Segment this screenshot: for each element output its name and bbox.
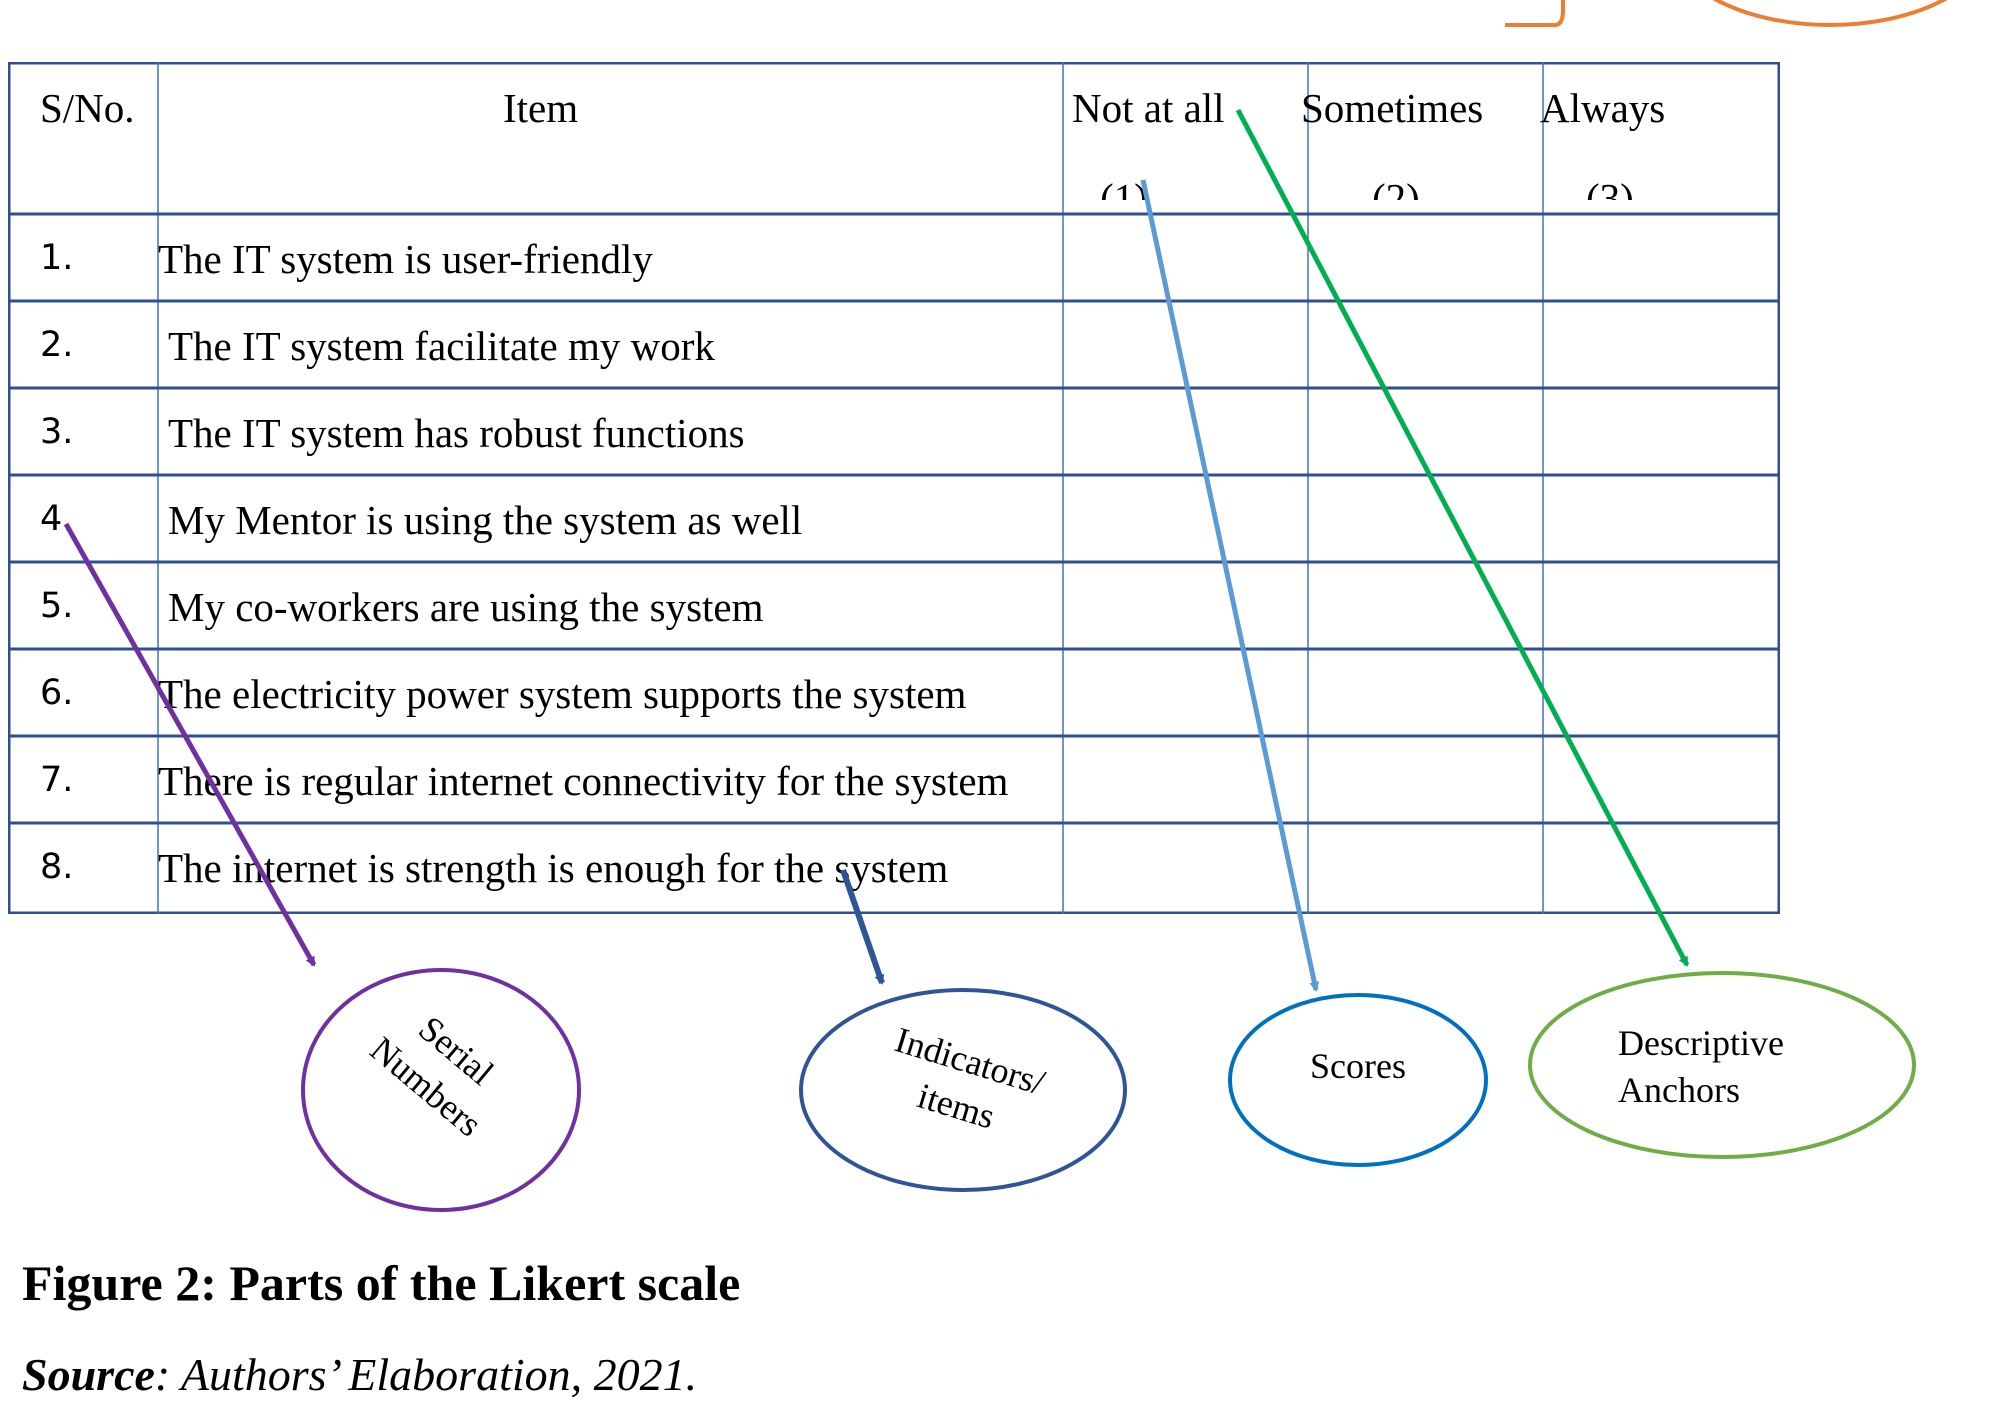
callout-scores: Scores	[1258, 1043, 1458, 1090]
scores-ellipse	[1228, 993, 1488, 1167]
row-1-serial: 1.	[40, 238, 74, 278]
row-3-serial: 3.	[40, 412, 74, 452]
orange-shapes-partial	[1505, 0, 1948, 27]
callout-scores-line1: Scores	[1310, 1046, 1406, 1086]
callout-anchors-line1: Descriptive	[1618, 1023, 1784, 1063]
indicators-items-ellipse	[799, 988, 1127, 1192]
header-sometimes: Sometimes	[1301, 85, 1484, 131]
figure-source: Source: Authors’ Elaboration, 2021.	[22, 1348, 697, 1401]
arrow-serial	[63, 522, 317, 967]
orange-bracket	[1505, 0, 1565, 27]
row-2-serial: 2.	[40, 325, 74, 365]
row-4-item: My Mentor is using the system as well	[168, 497, 803, 543]
row-6-item: The electricity power system supports th…	[158, 671, 967, 717]
row-5-serial: 5.	[40, 586, 74, 626]
arrow-anchors	[1235, 108, 1690, 967]
table-grid	[8, 62, 1780, 914]
header-score-3: (3)	[1586, 175, 1634, 200]
callout-descriptive-anchors: Descriptive Anchors	[1618, 1020, 1784, 1114]
likert-table: S/No. Item Not at all (1) Sometimes (2) …	[8, 62, 1780, 914]
orange-ellipse-partial	[1712, 0, 1948, 27]
header-item: Item	[503, 85, 579, 131]
figure-caption: Figure 2: Parts of the Likert scale	[22, 1255, 741, 1311]
header-always: Always	[1540, 85, 1666, 131]
row-5-item: My co-workers are using the system	[168, 584, 764, 630]
serial-numbers-ellipse	[301, 968, 581, 1212]
header-not-at-all: Not at all	[1072, 85, 1225, 131]
row-7-serial: 7.	[40, 760, 74, 800]
arrow-scores	[1140, 179, 1320, 992]
row-6-serial: 6.	[40, 673, 74, 713]
row-7-item: There is regular internet connectivity f…	[158, 758, 1009, 804]
callout-anchors-line2: Anchors	[1618, 1069, 1740, 1110]
row-2-item: The IT system facilitate my work	[168, 323, 715, 369]
header-score-2: (2)	[1372, 175, 1420, 200]
row-8-serial: 8.	[40, 847, 74, 887]
row-3-item: The IT system has robust functions	[168, 410, 745, 456]
header-serial: S/No.	[40, 85, 135, 131]
source-label: Source	[22, 1349, 155, 1400]
source-text: : Authors’ Elaboration, 2021.	[154, 1349, 698, 1400]
row-1-item: The IT system is user-friendly	[158, 236, 653, 282]
header-score-1: (1)	[1100, 175, 1148, 200]
descriptive-anchors-ellipse	[1528, 971, 1916, 1159]
arrow-items	[840, 869, 885, 985]
row-8-item: The internet is strength is enough for t…	[158, 845, 949, 891]
